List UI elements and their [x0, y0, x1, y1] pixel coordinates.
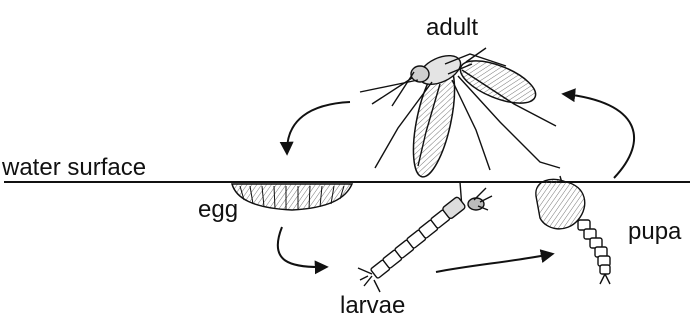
adult-mosquito-illustration	[360, 48, 560, 180]
pupa-illustration	[536, 176, 610, 284]
larva-illustration	[358, 182, 492, 292]
label-egg: egg	[198, 198, 238, 222]
arrow-larvae-to-pupa	[436, 254, 552, 272]
label-adult: adult	[426, 16, 478, 40]
arrow-pupa-to-adult	[564, 94, 634, 178]
label-pupa: pupa	[628, 220, 681, 244]
arrow-egg-to-larvae	[278, 227, 326, 267]
arrow-adult-to-egg	[287, 102, 350, 153]
egg-raft-illustration	[232, 184, 352, 210]
label-larvae: larvae	[340, 294, 405, 318]
label-water-surface: water surface	[2, 156, 146, 180]
